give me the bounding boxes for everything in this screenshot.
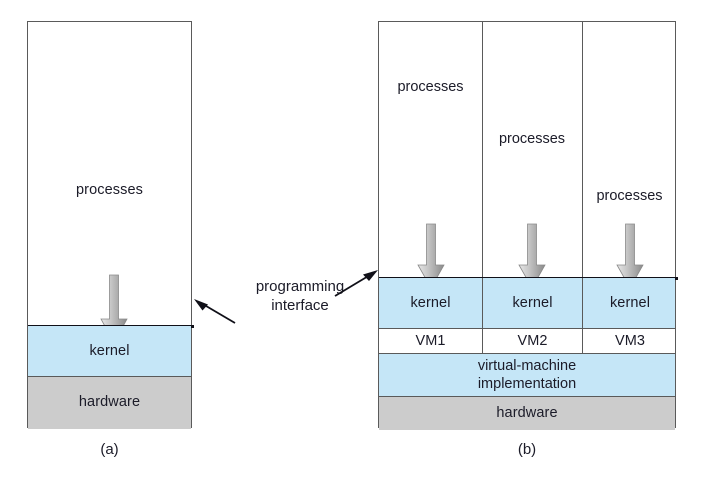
panel-b-col1-vm-cell: VM1: [379, 329, 482, 354]
panel-b-col3-vm-label: VM3: [614, 333, 646, 350]
annotation-line-2: interface: [271, 296, 329, 314]
panel-a-kernel-label: kernel: [89, 342, 130, 359]
panel-b-hardware-label: hardware: [496, 405, 558, 422]
panel-b-col3-down-arrow-icon: [616, 223, 644, 290]
panel-b-col2-processes-label: processes: [498, 131, 566, 147]
panel-b-col3-kernel-label: kernel: [609, 294, 651, 311]
panel-b-kernel-row: kernel kernel kernel: [379, 278, 675, 328]
arrow-right-icon: [334, 268, 380, 298]
panel-b-col2-vm-cell: VM2: [482, 329, 582, 354]
panel-b-col2-kernel-cell: kernel: [482, 278, 582, 328]
panel-b-divider-2: [582, 22, 583, 278]
panel-b-col1-processes-label: processes: [397, 79, 464, 95]
panel-b-vm-implementation-band: virtual-machine implementation: [379, 353, 675, 397]
panel-b-col1-down-arrow-icon: [417, 223, 445, 290]
panel-b-col1-vm-label: VM1: [415, 333, 446, 350]
panel-b-col1-kernel-cell: kernel: [379, 278, 482, 328]
panel-a-kernel-band: kernel: [28, 326, 191, 376]
panel-a-hardware-label: hardware: [78, 394, 141, 411]
panel-b-col3-processes-label: processes: [596, 188, 663, 204]
annotation-line-1: programming: [255, 278, 345, 295]
panel-b-divider-1: [482, 22, 483, 278]
panel-a-hardware-band: hardware: [28, 376, 191, 429]
panel-b-col2-kernel-label: kernel: [512, 294, 553, 311]
panel-b-processes-region: processes processes processes: [379, 22, 675, 289]
panel-b-caption: (b): [517, 441, 537, 458]
panel-b-col3-vm-cell: VM3: [582, 329, 677, 354]
panel-b-col2-vm-label: VM2: [517, 333, 548, 350]
panel-b-vm-implementation-line-1: virtual-machine: [477, 358, 577, 375]
panel-a-non-virtual-machine: processes kernel hardware: [27, 21, 194, 429]
panel-a-caption: (a): [100, 441, 119, 458]
arrow-left-icon: [192, 297, 236, 325]
programming-interface-annotation: programming interface: [226, 278, 374, 316]
panel-a-processes-label: processes: [76, 182, 143, 198]
panel-b-col1-kernel-label: kernel: [410, 294, 451, 311]
panel-b-vm-row: VM1 VM2 VM3: [379, 328, 675, 354]
panel-b-hardware-band: hardware: [379, 396, 675, 430]
panel-b-col2-down-arrow-icon: [518, 223, 546, 290]
panel-b-vm-implementation-line-2: implementation: [477, 375, 577, 392]
panel-b-virtual-machine: processes processes processes: [378, 21, 678, 430]
panel-b-col3-kernel-cell: kernel: [582, 278, 677, 328]
